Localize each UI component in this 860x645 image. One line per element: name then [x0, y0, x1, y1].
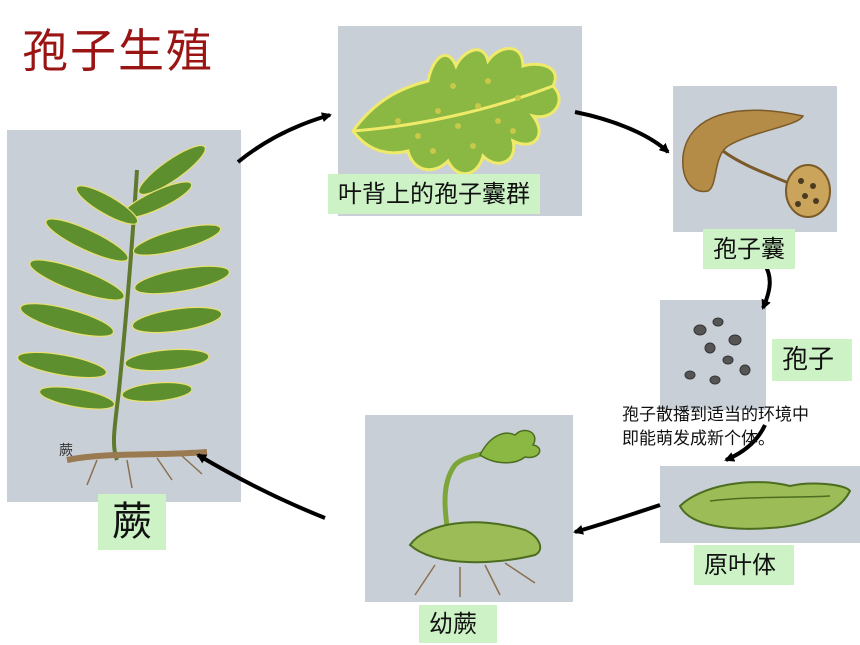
arrow-sori-to-sporangium: [574, 110, 670, 154]
label-sporangium: 孢子囊: [703, 229, 795, 269]
arrow-spores-to-prothallus: [724, 424, 767, 462]
arrow-prothallus-to-young-fern: [573, 503, 661, 535]
page-title: 孢子生殖: [22, 24, 214, 78]
young-fern-image: [365, 415, 573, 602]
label-sori: 叶背上的孢子囊群: [328, 174, 540, 214]
sporangium-image: [673, 86, 837, 232]
fern-image-tag: 蕨: [59, 443, 73, 459]
prothallus-image: [660, 466, 860, 543]
label-fern: 蕨: [98, 494, 166, 550]
spores-image: [660, 300, 766, 410]
label-young-fern: 幼蕨: [419, 605, 497, 643]
arrow-young-fern-to-fern: [196, 453, 326, 520]
arrow-fern-to-sori: [236, 112, 332, 164]
germination-note: 孢子散播到适当的环境中 即能萌发成新个体。: [622, 405, 809, 449]
label-spore: 孢子: [772, 339, 853, 381]
fern-image: 蕨: [7, 130, 241, 502]
label-prothallus: 原叶体: [694, 545, 794, 585]
